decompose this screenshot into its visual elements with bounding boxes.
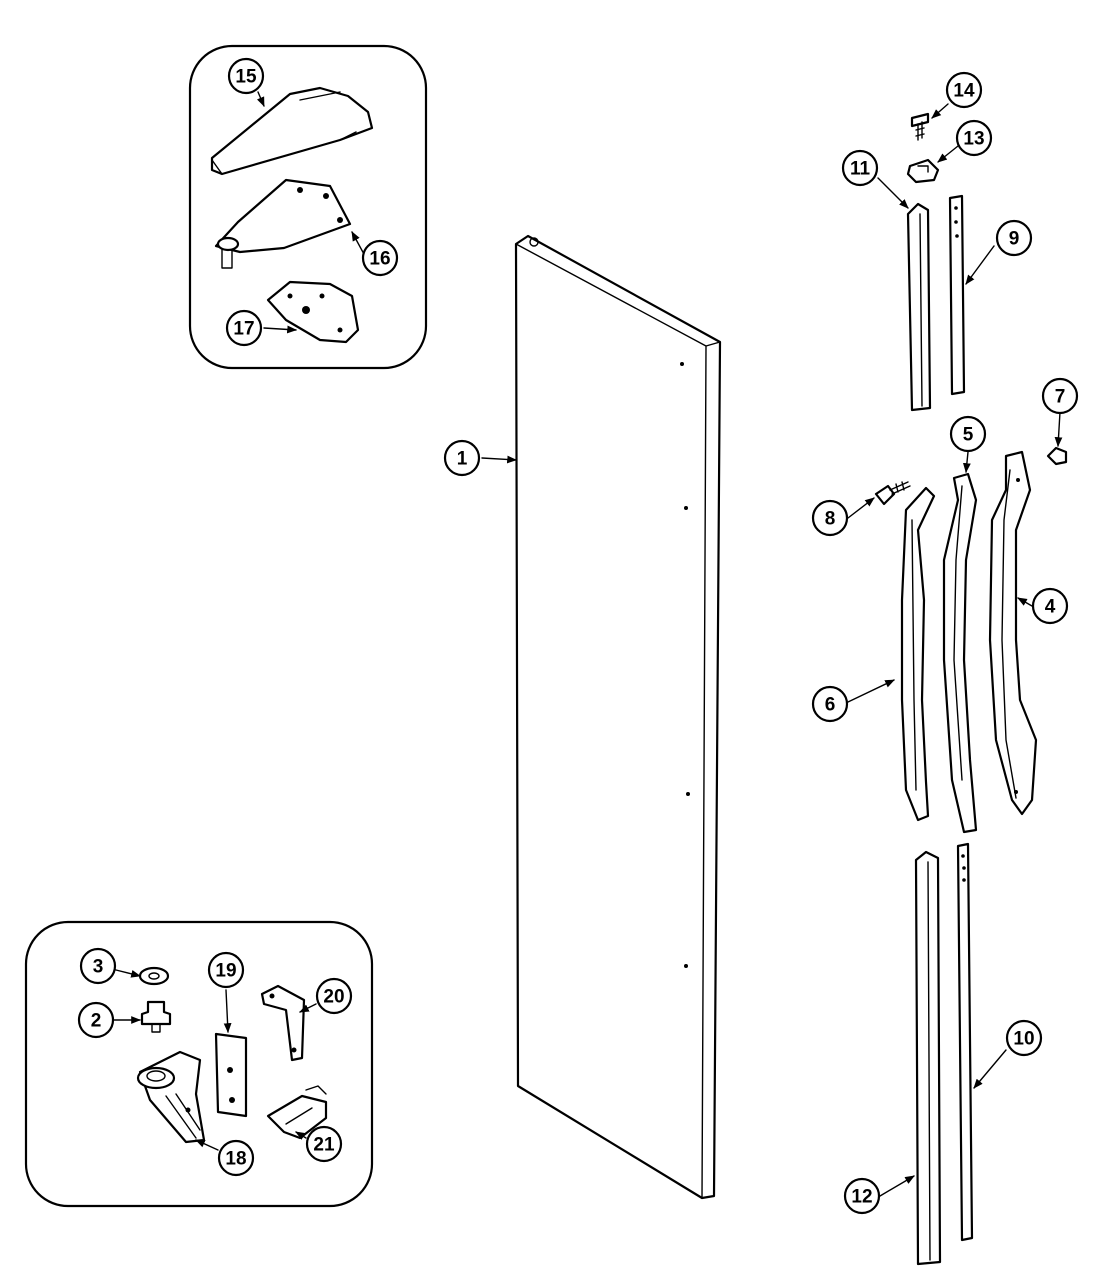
callout-9: 9 [995,219,1033,257]
callout-18: 18 [217,1139,255,1177]
part-12-lower-trim [879,850,942,1266]
callout-label: 16 [369,249,390,270]
callout-label: 15 [235,67,257,88]
part-11-upper-trim [877,177,932,412]
part-13-cap [906,145,959,184]
part-5-handle-trim [942,451,978,834]
callout-20: 20 [315,977,353,1015]
part-17-plate [266,280,360,344]
part-3-washer [138,966,170,986]
callout-19: 19 [207,951,245,989]
part-1-door-panel [481,234,722,1200]
callout-3: 3 [79,947,117,985]
callout-label: 8 [825,509,836,530]
callout-label: 10 [1013,1029,1034,1050]
callout-16: 16 [361,239,399,277]
callout-6: 6 [811,685,849,723]
part-10-lower-strip [956,842,1007,1242]
callout-13: 13 [955,119,993,157]
callout-label: 2 [91,1011,102,1032]
callout-label: 9 [1009,229,1020,250]
inset-bottom-hinge [24,920,374,1208]
part-7-screw [1046,411,1068,466]
callout-label: 12 [851,1187,872,1208]
callout-1: 1 [443,439,481,477]
part-21-clip [266,1085,328,1140]
callout-4: 4 [1031,587,1069,625]
callout-15: 15 [227,57,265,95]
part-8-screw [847,481,911,519]
callout-21: 21 [305,1125,343,1163]
part-9-upper-strip [948,194,995,396]
part-14-screw [910,103,949,141]
callout-label: 7 [1055,387,1066,408]
callout-8: 8 [811,499,849,537]
part-19-plate [214,1032,248,1118]
callout-label: 19 [215,961,236,982]
part-20-bracket [260,984,306,1062]
callout-label: 1 [457,449,468,470]
part-4-handle-bracket [988,450,1038,816]
part-2-pin [140,1000,172,1033]
callout-label: 6 [825,695,836,716]
callout-label: 17 [233,319,254,340]
callout-12: 12 [843,1177,881,1215]
callout-label: 21 [313,1135,335,1156]
callout-14: 14 [945,71,983,109]
callout-label: 4 [1045,597,1056,618]
part-6-handle-trim [847,486,936,822]
part-16-hinge [214,178,352,269]
callout-label: 14 [953,81,975,102]
callout-label: 5 [963,425,974,446]
callout-label: 20 [323,987,344,1008]
callout-label: 13 [963,129,984,150]
callout-11: 11 [841,149,879,187]
part-15-hinge-cover [210,86,374,176]
part-18-bottom-hinge [136,1050,206,1144]
inset-top-hinge [188,44,428,370]
callouts: 15 16 17 1 14 13 11 9 7 5 8 4 6 10 12 3 … [77,57,1079,1215]
callout-label: 11 [850,159,871,180]
callout-7: 7 [1041,377,1079,415]
callout-5: 5 [949,415,987,453]
callout-10: 10 [1005,1019,1043,1057]
callout-label: 3 [93,957,104,978]
callout-17: 17 [225,309,263,347]
callout-2: 2 [77,1001,115,1039]
callout-label: 18 [225,1149,246,1170]
